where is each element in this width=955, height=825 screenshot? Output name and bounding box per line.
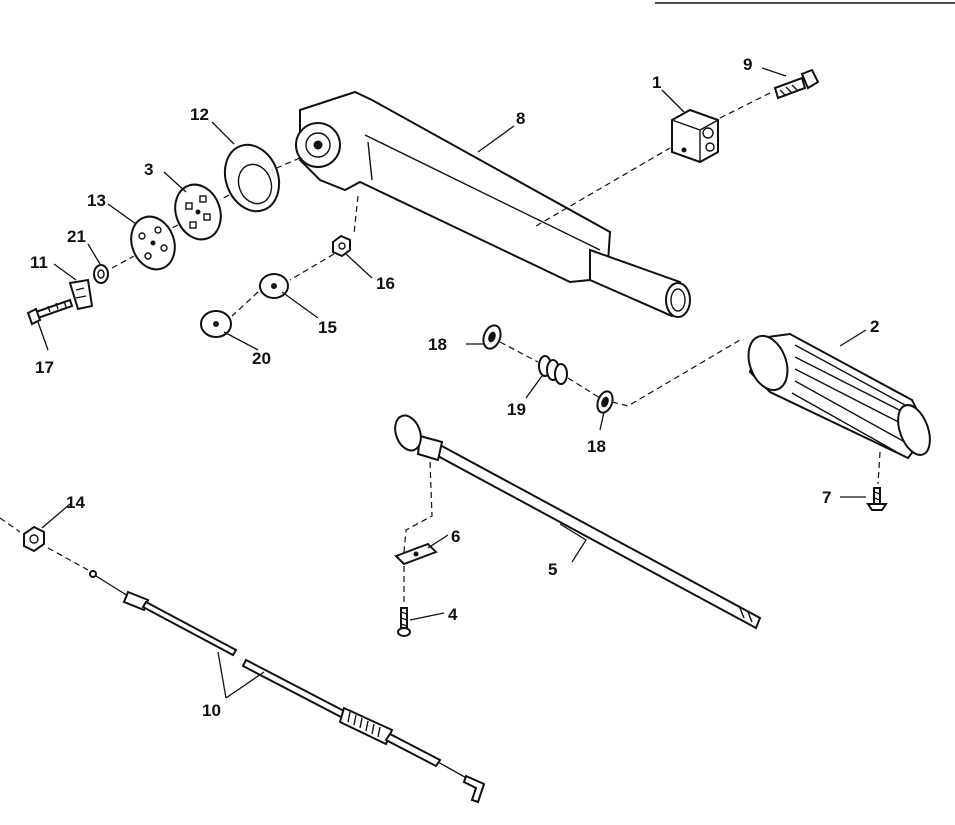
plate-part-6	[394, 542, 438, 566]
plate-part-3	[174, 183, 222, 241]
label-part-18-upper: 18	[428, 335, 447, 354]
washer-part-20	[200, 310, 232, 338]
label-part-2: 2	[870, 317, 879, 336]
label-part-8: 8	[516, 109, 525, 128]
label-part-17: 17	[35, 358, 54, 377]
label-part-19: 19	[507, 400, 526, 419]
label-part-15: 15	[318, 318, 337, 337]
label-part-5: 5	[548, 560, 557, 579]
label-part-4: 4	[448, 605, 458, 624]
washer-part-21	[93, 264, 109, 284]
ring-part-12	[223, 143, 281, 213]
washer-part-18-lower	[596, 390, 614, 414]
bolt-part-17	[26, 298, 74, 326]
cable-part-10	[89, 570, 486, 804]
label-part-3: 3	[144, 160, 153, 179]
label-part-12: 12	[190, 105, 209, 124]
label-part-20: 20	[252, 349, 271, 368]
screw-part-9	[773, 68, 820, 100]
screw-part-7	[866, 487, 888, 511]
label-part-13: 13	[87, 191, 106, 210]
tiller-arm-part	[295, 90, 691, 318]
label-part-9: 9	[743, 55, 752, 74]
label-part-16: 16	[376, 274, 395, 293]
disc-part-13	[130, 215, 176, 271]
part-labels: 1 2 3 4 5 6 7 8 9 10 11 12 13 14 15 16 1…	[30, 55, 879, 720]
nut-part-14	[23, 525, 45, 553]
label-part-6: 6	[451, 527, 460, 546]
grip-handle-part-2	[747, 332, 931, 460]
label-part-11: 11	[30, 253, 48, 272]
spring-part-19	[538, 355, 568, 385]
label-part-1: 1	[652, 73, 661, 92]
screw-part-4	[397, 607, 411, 637]
label-part-21: 21	[67, 227, 86, 246]
bracket-block-part	[671, 108, 719, 164]
label-part-10: 10	[202, 701, 221, 720]
washer-part-18-upper	[482, 324, 502, 350]
shaft-rod-part-5	[394, 414, 762, 630]
clip-part-11	[68, 278, 94, 311]
label-part-18-lower: 18	[587, 437, 606, 456]
nut-part-16	[332, 234, 351, 258]
washer-part-15	[259, 273, 289, 299]
label-part-14: 14	[66, 493, 85, 512]
label-part-7: 7	[822, 488, 831, 507]
